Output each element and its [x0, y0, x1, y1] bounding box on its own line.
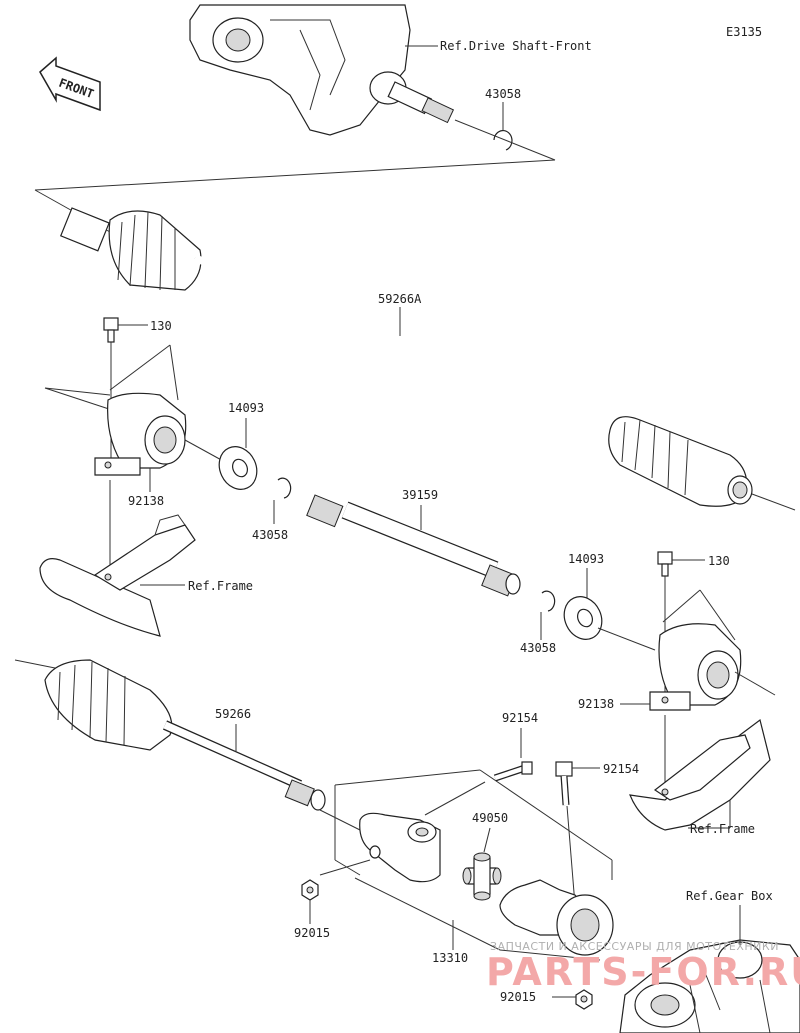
- bearing-92138-left: [94, 392, 187, 476]
- washer-14093-right: [563, 596, 603, 640]
- ref-drive-shaft-front: Ref.Drive Shaft-Front: [440, 39, 592, 53]
- label-14093-right: 14093: [568, 552, 604, 566]
- label-92154-a: 92154: [502, 711, 538, 725]
- washer-14093-left: [218, 446, 258, 490]
- label-92015-bottom: 92015: [500, 990, 536, 1004]
- frame-right: [629, 718, 771, 831]
- bolt-130-right: [657, 551, 673, 577]
- bearing-92138-right: [649, 623, 742, 711]
- bolt-130-left: [103, 317, 119, 343]
- label-43058-top: 43058: [485, 87, 521, 101]
- cross-joint-49050: [462, 852, 502, 901]
- nut-92015-left: [301, 879, 319, 901]
- label-43058-right: 43058: [520, 641, 556, 655]
- ref-gear-box: Ref.Gear Box: [686, 889, 773, 903]
- yoke-right: [499, 879, 614, 956]
- ref-frame-right: Ref.Frame: [690, 822, 755, 836]
- yoke-left: [359, 812, 441, 883]
- frame-left: [39, 514, 196, 637]
- diagram-code: E3135: [726, 25, 762, 39]
- label-14093-left: 14093: [228, 401, 264, 415]
- watermark-logo: PARTS-FOR.RU: [486, 950, 800, 994]
- ref-frame-left: Ref.Frame: [188, 579, 253, 593]
- gear-box: [619, 939, 800, 1033]
- label-92154-b: 92154: [603, 762, 639, 776]
- bolt-92154-a: [493, 761, 533, 782]
- bolt-92154-b: [555, 761, 573, 806]
- label-130-left: 130: [150, 319, 172, 333]
- label-43058-mid: 43058: [252, 528, 288, 542]
- label-130-right: 130: [708, 554, 730, 568]
- drive-shaft-59266: [44, 659, 326, 811]
- label-92015-left: 92015: [294, 926, 330, 940]
- front-arrow-icon: FRONT: [39, 56, 101, 112]
- label-92138-left: 92138: [128, 494, 164, 508]
- label-39159: 39159: [402, 488, 438, 502]
- label-92138-right: 92138: [578, 697, 614, 711]
- label-59266: 59266: [215, 707, 251, 721]
- label-59266A: 59266A: [378, 292, 422, 306]
- label-13310: 13310: [432, 951, 468, 965]
- label-49050: 49050: [472, 811, 508, 825]
- drive-shaft-59266A: [59, 207, 753, 507]
- front-diff-housing: [189, 4, 455, 136]
- watermark-tagline: ЗАПЧАСТИ И АКСЕССУАРЫ ДЛЯ МОТОТЕХНИКИ: [490, 940, 779, 953]
- nut-92015-bottom: [575, 989, 593, 1010]
- shaft-39159: [306, 494, 521, 597]
